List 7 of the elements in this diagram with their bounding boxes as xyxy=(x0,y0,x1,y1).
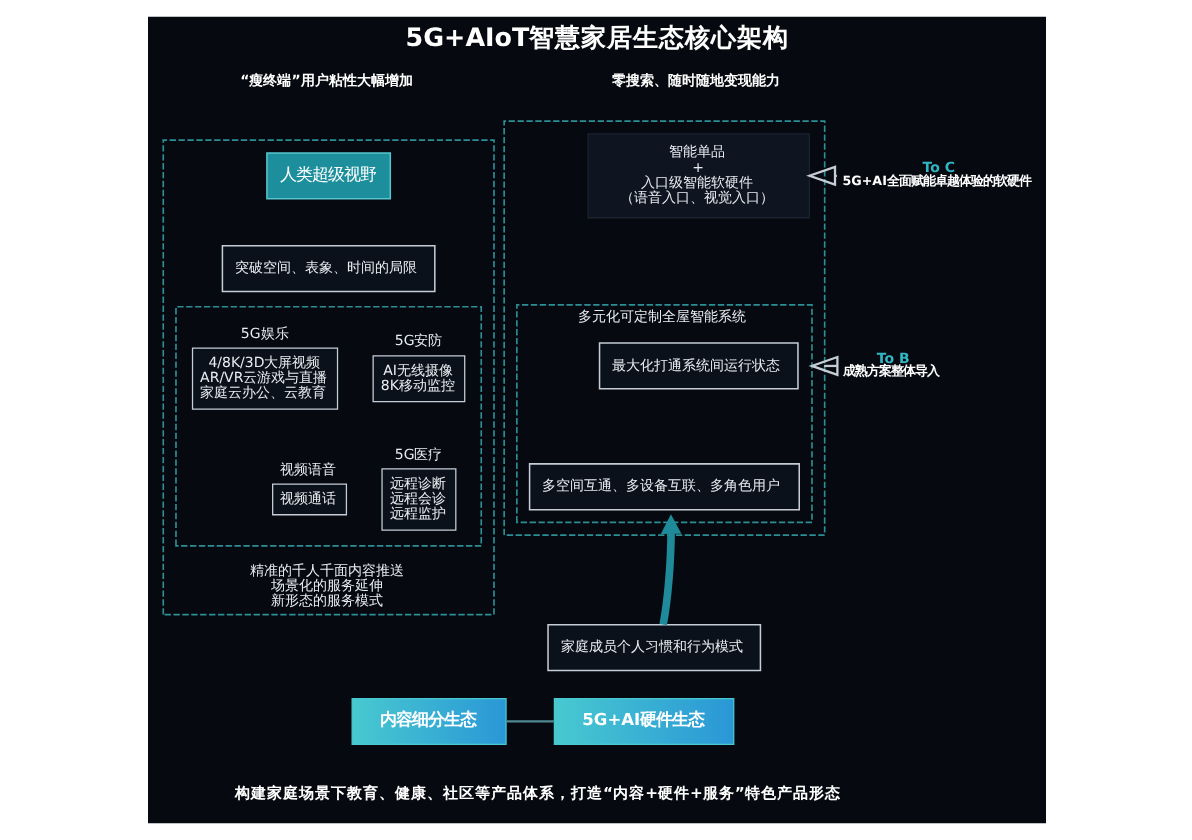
arrow xyxy=(658,514,681,626)
node-box: 人类超级视野 xyxy=(265,152,391,200)
node-box: 5G+AI硬件生态 xyxy=(552,697,734,745)
diagram-title: 5G+AIoT智慧家居生态核心架构 xyxy=(404,22,789,53)
cluster xyxy=(174,305,482,547)
node-box: 内容细分生态 xyxy=(350,697,506,745)
connector xyxy=(505,720,554,723)
